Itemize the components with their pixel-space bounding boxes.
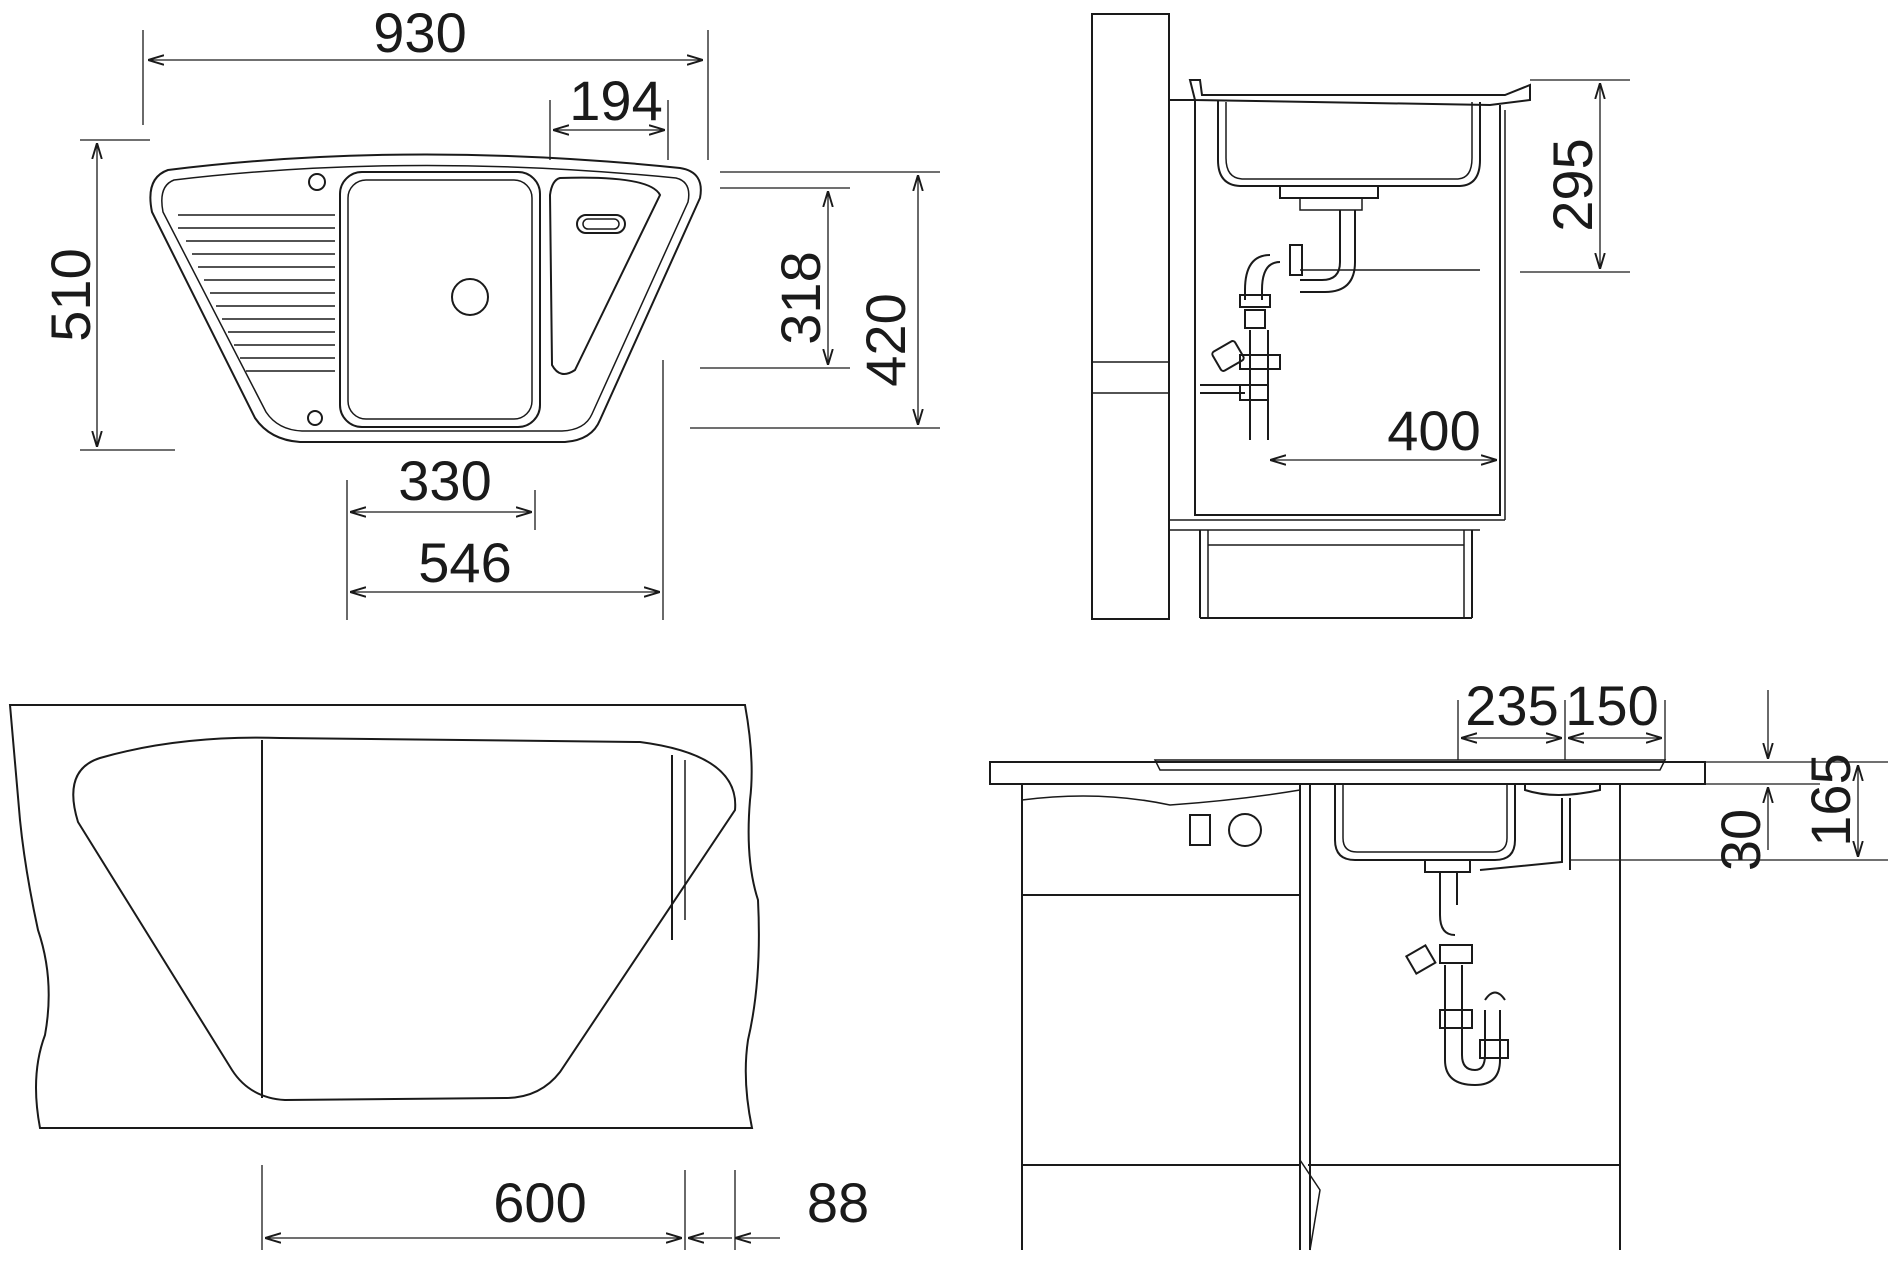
dim-165: 165 (1799, 753, 1862, 846)
sink-cutout (72, 736, 737, 1102)
tap-hole-top (308, 173, 326, 191)
small-bowl (548, 176, 662, 375)
top-view: 930 194 510 318 420 330 546 (39, 1, 940, 620)
main-bowl (339, 171, 541, 428)
dim-400: 400 (1387, 399, 1480, 462)
dim-510: 510 (39, 248, 102, 341)
side-view: 295 400 (1091, 13, 1630, 620)
front-bowl (1334, 784, 1516, 861)
side-bowl (1217, 100, 1481, 187)
front-view: 235 150 30 165 (989, 674, 1888, 1251)
dim-318: 318 (769, 251, 832, 344)
dim-930: 930 (373, 1, 466, 64)
wall-hatch (1091, 13, 1170, 620)
drainboard-ribs (178, 214, 335, 372)
dim-30: 30 (1709, 809, 1772, 871)
tap-hole-bottom (307, 410, 323, 426)
dim-150: 150 (1565, 674, 1658, 737)
cutout-view: 600 88 (8, 704, 869, 1250)
drain-hole (451, 278, 489, 316)
worktop-outline (8, 704, 760, 1129)
dim-88: 88 (807, 1171, 869, 1234)
dim-295: 295 (1541, 138, 1604, 231)
dim-546: 546 (418, 531, 511, 594)
dim-600: 600 (493, 1171, 586, 1234)
dim-194: 194 (569, 69, 662, 132)
dim-235: 235 (1465, 674, 1558, 737)
front-worktop (989, 761, 1706, 785)
dim-330: 330 (398, 449, 491, 512)
dim-420: 420 (854, 293, 917, 386)
sink-outline (149, 153, 702, 443)
